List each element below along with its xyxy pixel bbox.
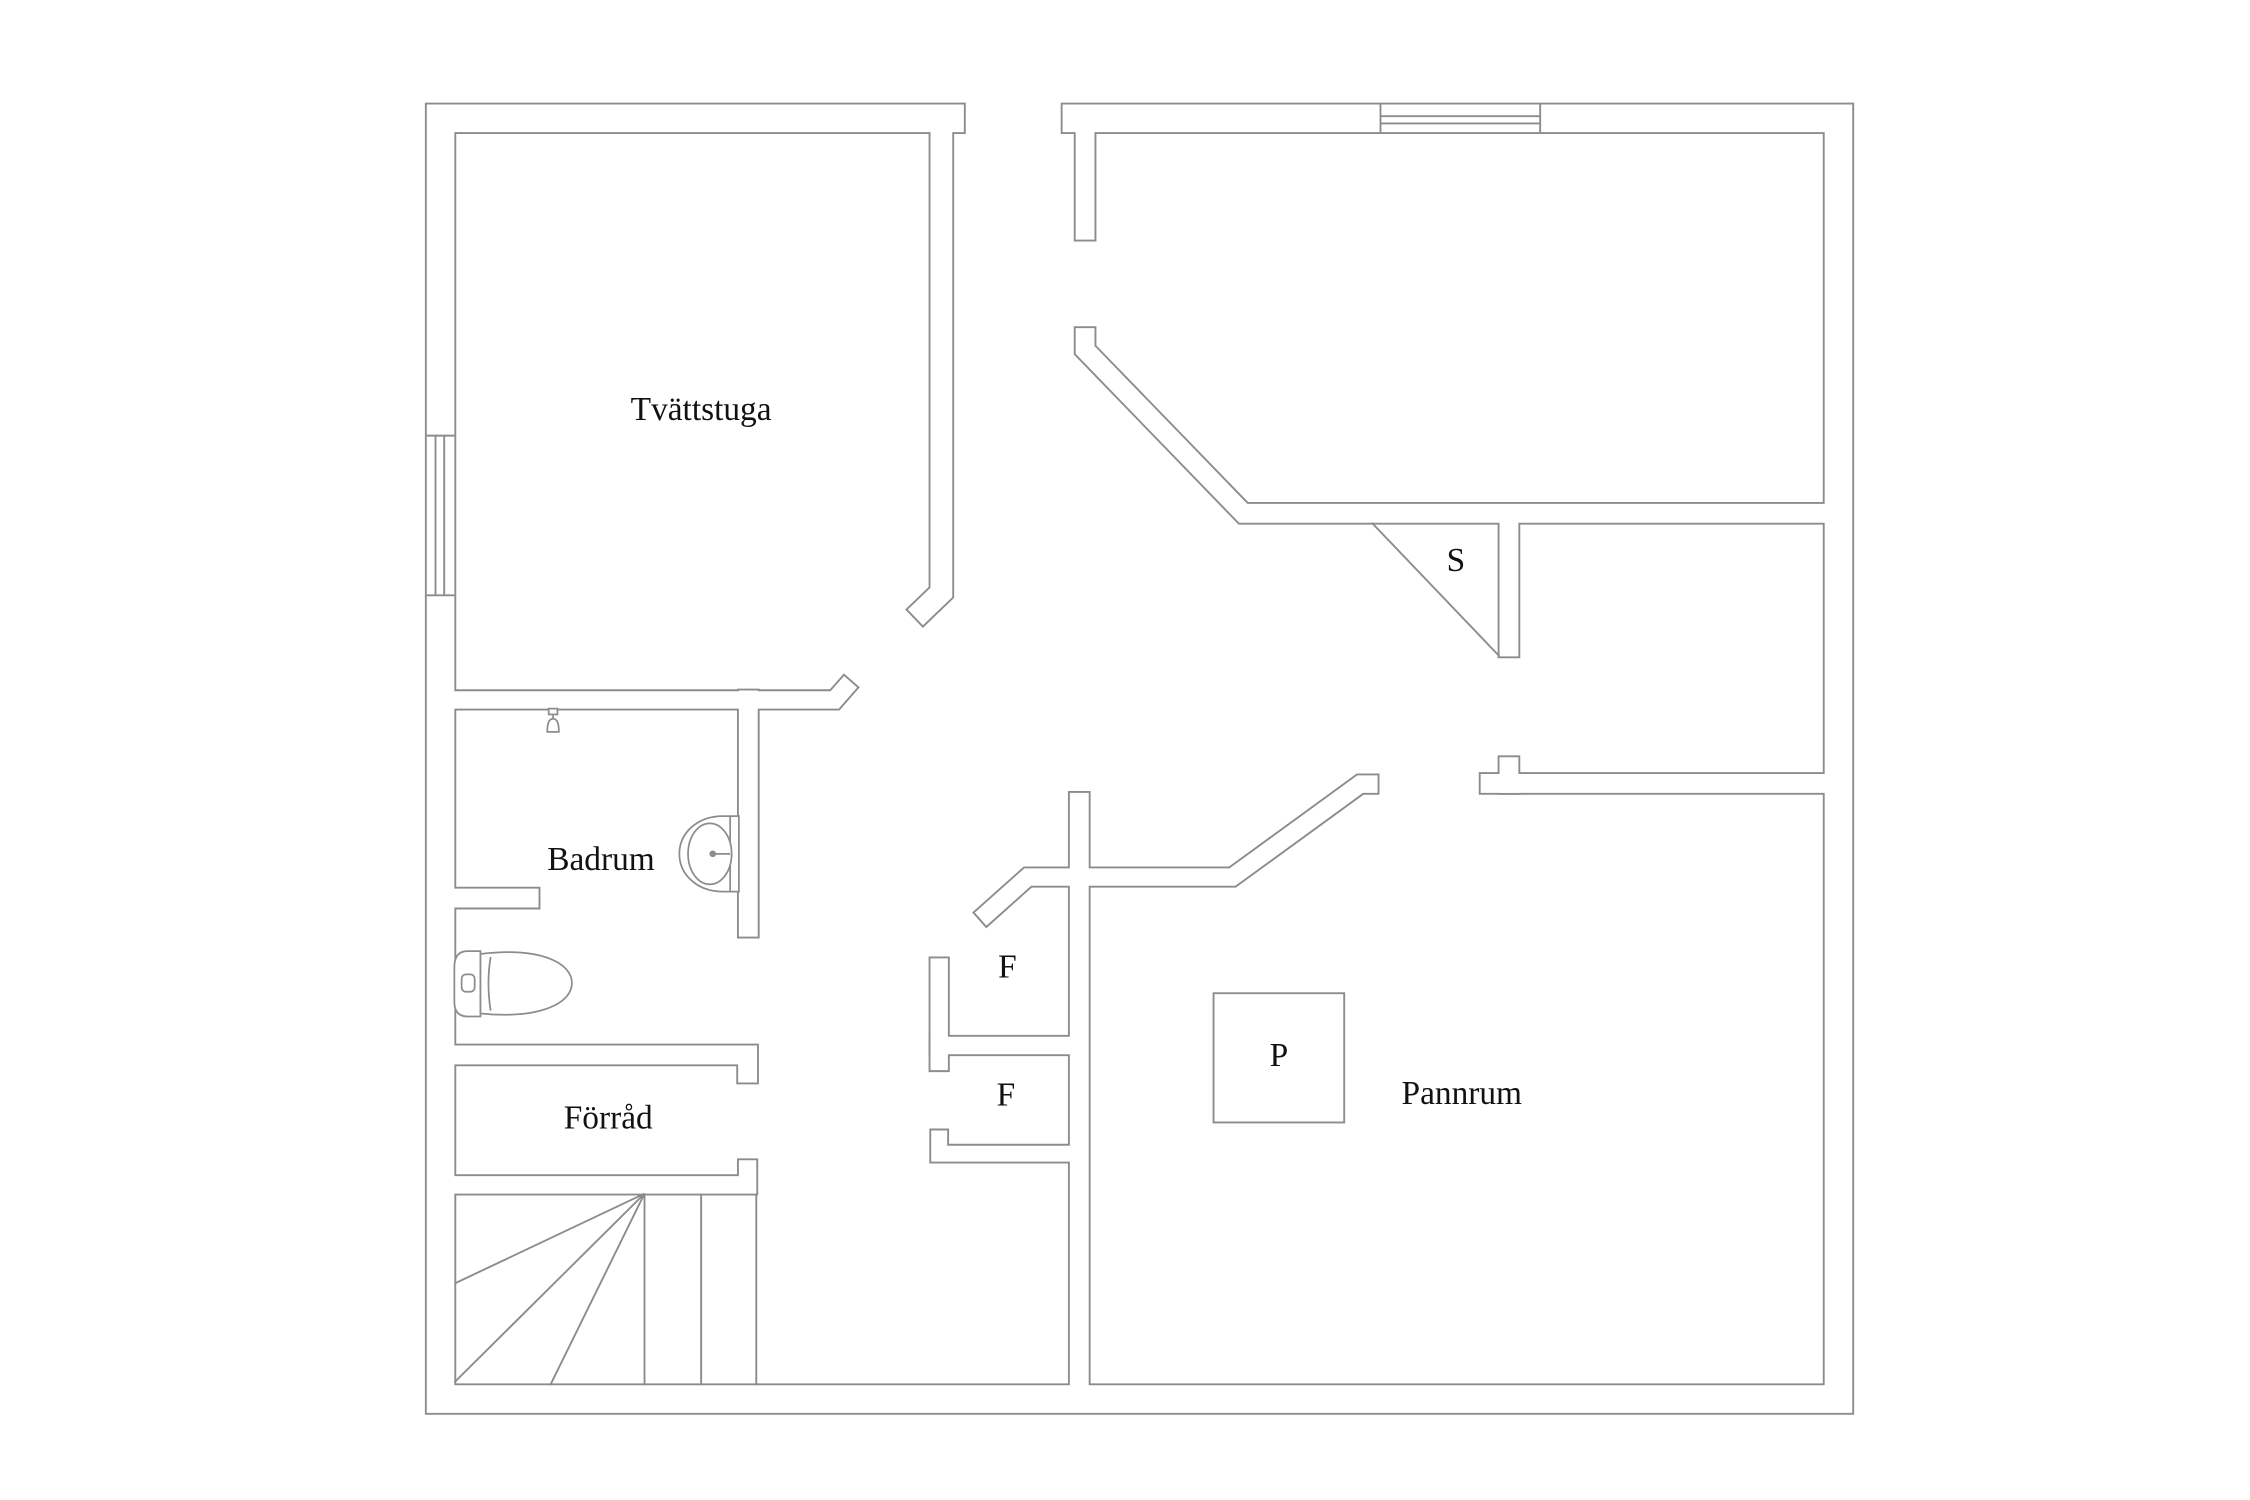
- wall-forrad-south-fill: [435, 1160, 757, 1194]
- window-west: [426, 434, 455, 597]
- wall-diagonal-north-room-fill: [1075, 328, 1839, 523]
- staircase-icon: [453, 1192, 758, 1386]
- window-west-frame: [426, 434, 455, 597]
- room-label-closet-f-upper: F: [998, 949, 1017, 986]
- toilet-flush-button: [460, 973, 476, 993]
- window-north-frame: [1379, 104, 1542, 133]
- wall-tvattstuga-south-fill: [435, 675, 858, 709]
- room-label-boiler-p: P: [1270, 1037, 1289, 1074]
- room-label-closet-f-lower: F: [997, 1076, 1016, 1113]
- shower-head: [546, 717, 560, 733]
- walls-fill-layer: [426, 104, 1853, 1413]
- shower-mount: [547, 707, 559, 716]
- toilet-icon: [453, 950, 573, 1018]
- wall-closet-north-diagonal-fill: [974, 868, 1088, 926]
- room-label-forrad: Förråd: [564, 1100, 653, 1137]
- window-north: [1379, 104, 1542, 133]
- room-label-storage-s: S: [1447, 542, 1466, 579]
- wall-closet-f-south-fill: [931, 1130, 1088, 1162]
- wall-tvattstuga-east-fill: [907, 112, 953, 626]
- wall-pannrum-north-diagonal-fill: [1070, 775, 1378, 886]
- storage-s-diagonal-line: [1371, 522, 1501, 657]
- toilet-bowl: [479, 951, 573, 1016]
- stair-lines: [453, 1192, 758, 1386]
- toilet-seat-line: [487, 956, 492, 1011]
- room-label-pannrum: Pannrum: [1402, 1075, 1523, 1112]
- room-label-badrum: Badrum: [547, 841, 655, 878]
- room-label-tvattstuga: Tvättstuga: [631, 391, 772, 428]
- outer-wall-fill: [426, 104, 1853, 1413]
- sink-icon: [678, 815, 740, 893]
- boiler-box: [1212, 992, 1346, 1124]
- wall-badrum-south-fill: [434, 1045, 758, 1083]
- sink-drain: [709, 850, 717, 858]
- shower-head-icon: [546, 707, 560, 733]
